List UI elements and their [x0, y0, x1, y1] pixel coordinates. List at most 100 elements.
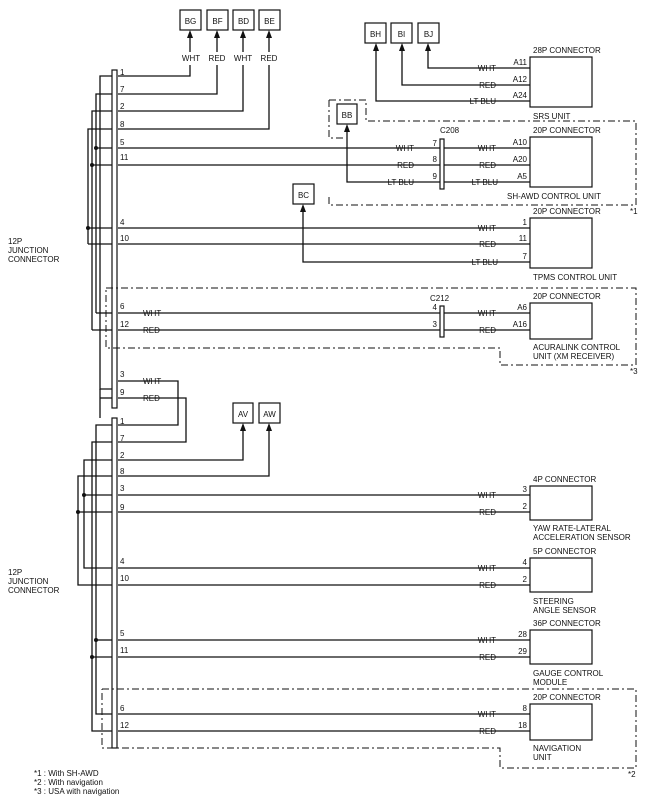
- pin: A20: [513, 155, 528, 164]
- wire-label: RED: [479, 727, 496, 736]
- navigation-unit-connector[interactable]: [529, 703, 593, 741]
- navigation-unit-name: NAVIGATION: [533, 744, 581, 753]
- srs-unit-group: BH BI BJ 28P CONNECTOR SRS UNIT A11 A12 …: [364, 22, 601, 121]
- pin: 10: [120, 574, 129, 583]
- wire-label: WHT: [396, 144, 414, 153]
- steering-sensor-group: WHT RED 5P CONNECTOR STEERING ANGLE SENS…: [118, 547, 596, 615]
- pin: 4: [120, 218, 125, 227]
- footnote: *1 : With SH-AWD: [34, 769, 99, 778]
- wire-label: WHT: [478, 710, 496, 719]
- acuralink-group: WHT RED C212 4 3 WHT RED 20P CONNECTOR A…: [105, 287, 638, 376]
- pin: 1: [523, 218, 528, 227]
- wire-label: RED: [479, 161, 496, 170]
- junction-label-line2: JUNCTION: [8, 246, 49, 255]
- sh-awd-group: BB WHT RED LT BLU C208 7 8 9 WHT RED LT …: [118, 99, 638, 216]
- junction2-label-line2: JUNCTION: [8, 577, 49, 586]
- wire-label: RED: [143, 326, 160, 335]
- c212-inline-connector[interactable]: [439, 305, 445, 338]
- wire-label: RED: [479, 508, 496, 517]
- pin: 6: [120, 302, 125, 311]
- wire-label: WHT: [478, 144, 496, 153]
- pin: 9: [433, 172, 438, 181]
- lower-junction-connector: 1 7 2 8 3 9 4 10 5 11 6 12: [76, 398, 129, 749]
- pin: A10: [513, 138, 528, 147]
- steering-sensor-name-2: ANGLE SENSOR: [533, 606, 596, 615]
- c208-inline-connector[interactable]: [439, 138, 445, 190]
- pin: 4: [120, 557, 125, 566]
- ref-label-bi: BI: [398, 30, 406, 39]
- pin: 11: [120, 646, 129, 655]
- pin: 2: [120, 451, 125, 460]
- ref-label-bh: BH: [370, 30, 381, 39]
- connector-ref-bh[interactable]: [364, 22, 387, 44]
- wire-label: WHT: [478, 564, 496, 573]
- connector-ref-bi[interactable]: [390, 22, 413, 44]
- wire-label: RED: [143, 394, 160, 403]
- pin: 18: [518, 721, 527, 730]
- pin: 7: [120, 85, 125, 94]
- pin: 7: [523, 252, 528, 261]
- yaw-sensor-name: YAW RATE-LATERAL: [533, 524, 611, 533]
- note-mark-2: *2: [628, 770, 636, 779]
- acuralink-unit-connector[interactable]: [529, 302, 593, 340]
- navigation-group: WHT RED 20P CONNECTOR NAVIGATION UNIT 8 …: [101, 688, 637, 779]
- connector-ref-bg[interactable]: [179, 9, 202, 31]
- pin: 8: [120, 467, 125, 476]
- pin: 8: [120, 120, 125, 129]
- wire-label: LT BLU: [472, 258, 499, 267]
- ref-label-be: BE: [264, 17, 275, 26]
- footnote: *2 : With navigation: [34, 778, 103, 787]
- pin: 1: [120, 68, 125, 77]
- footnotes: *1 : With SH-AWD *2 : With navigation *3…: [34, 769, 119, 796]
- pin: 28: [518, 630, 527, 639]
- wire-label: RED: [479, 653, 496, 662]
- wire-label: RED: [479, 581, 496, 590]
- gauge-module-name: GAUGE CONTROL: [533, 669, 604, 678]
- pin: 6: [120, 704, 125, 713]
- pin: A5: [517, 172, 527, 181]
- steering-sensor-name: STEERING: [533, 597, 574, 606]
- pin: 12: [120, 721, 129, 730]
- connector-ref-bj[interactable]: [417, 22, 440, 44]
- srs-unit-name: SRS UNIT: [533, 112, 570, 121]
- steering-sensor-connector[interactable]: [529, 557, 593, 593]
- pin: 5: [120, 138, 125, 147]
- connector-ref-be[interactable]: [258, 9, 281, 31]
- ref-label-av: AV: [238, 410, 249, 419]
- srs-unit-connector[interactable]: [529, 56, 593, 108]
- junction-label-line1: 12P: [8, 237, 22, 246]
- connector-ref-aw[interactable]: [258, 402, 281, 424]
- sh-awd-connector-title: 20P CONNECTOR: [533, 126, 601, 135]
- junction2-label-line1: 12P: [8, 568, 22, 577]
- gauge-module-connector[interactable]: [529, 629, 593, 665]
- note-mark-1: *1: [630, 207, 638, 216]
- acuralink-unit-name-2: UNIT (XM RECEIVER): [533, 352, 615, 361]
- wire-wht-bd: WHT: [234, 54, 252, 63]
- tpms-unit-connector[interactable]: [529, 217, 593, 269]
- pin: 3: [433, 320, 438, 329]
- pin: 2: [120, 102, 125, 111]
- pin: 5: [120, 629, 125, 638]
- connector-ref-bc[interactable]: [292, 183, 315, 205]
- wire-red-bf: RED: [209, 54, 226, 63]
- pin: 10: [120, 234, 129, 243]
- crossover-wires: WHT RED: [118, 377, 187, 443]
- wire-label: WHT: [478, 64, 496, 73]
- wire-label: WHT: [143, 309, 161, 318]
- ref-label-bf: BF: [212, 17, 222, 26]
- pin: A12: [513, 75, 528, 84]
- navigation-unit-name-2: UNIT: [533, 753, 552, 762]
- pin: 8: [523, 704, 528, 713]
- pin: 3: [120, 484, 125, 493]
- yaw-sensor-connector[interactable]: [529, 485, 593, 521]
- connector-ref-bf[interactable]: [206, 9, 229, 31]
- pin: 9: [120, 503, 125, 512]
- wire-red-be: RED: [261, 54, 278, 63]
- ref-label-aw: AW: [263, 410, 276, 419]
- acuralink-unit-name: ACURALINK CONTROL: [533, 343, 621, 352]
- wire-label: RED: [479, 240, 496, 249]
- connector-ref-bd[interactable]: [232, 9, 255, 31]
- wire-label: RED: [479, 326, 496, 335]
- sh-awd-unit-connector[interactable]: [529, 136, 593, 188]
- pin: 8: [433, 155, 438, 164]
